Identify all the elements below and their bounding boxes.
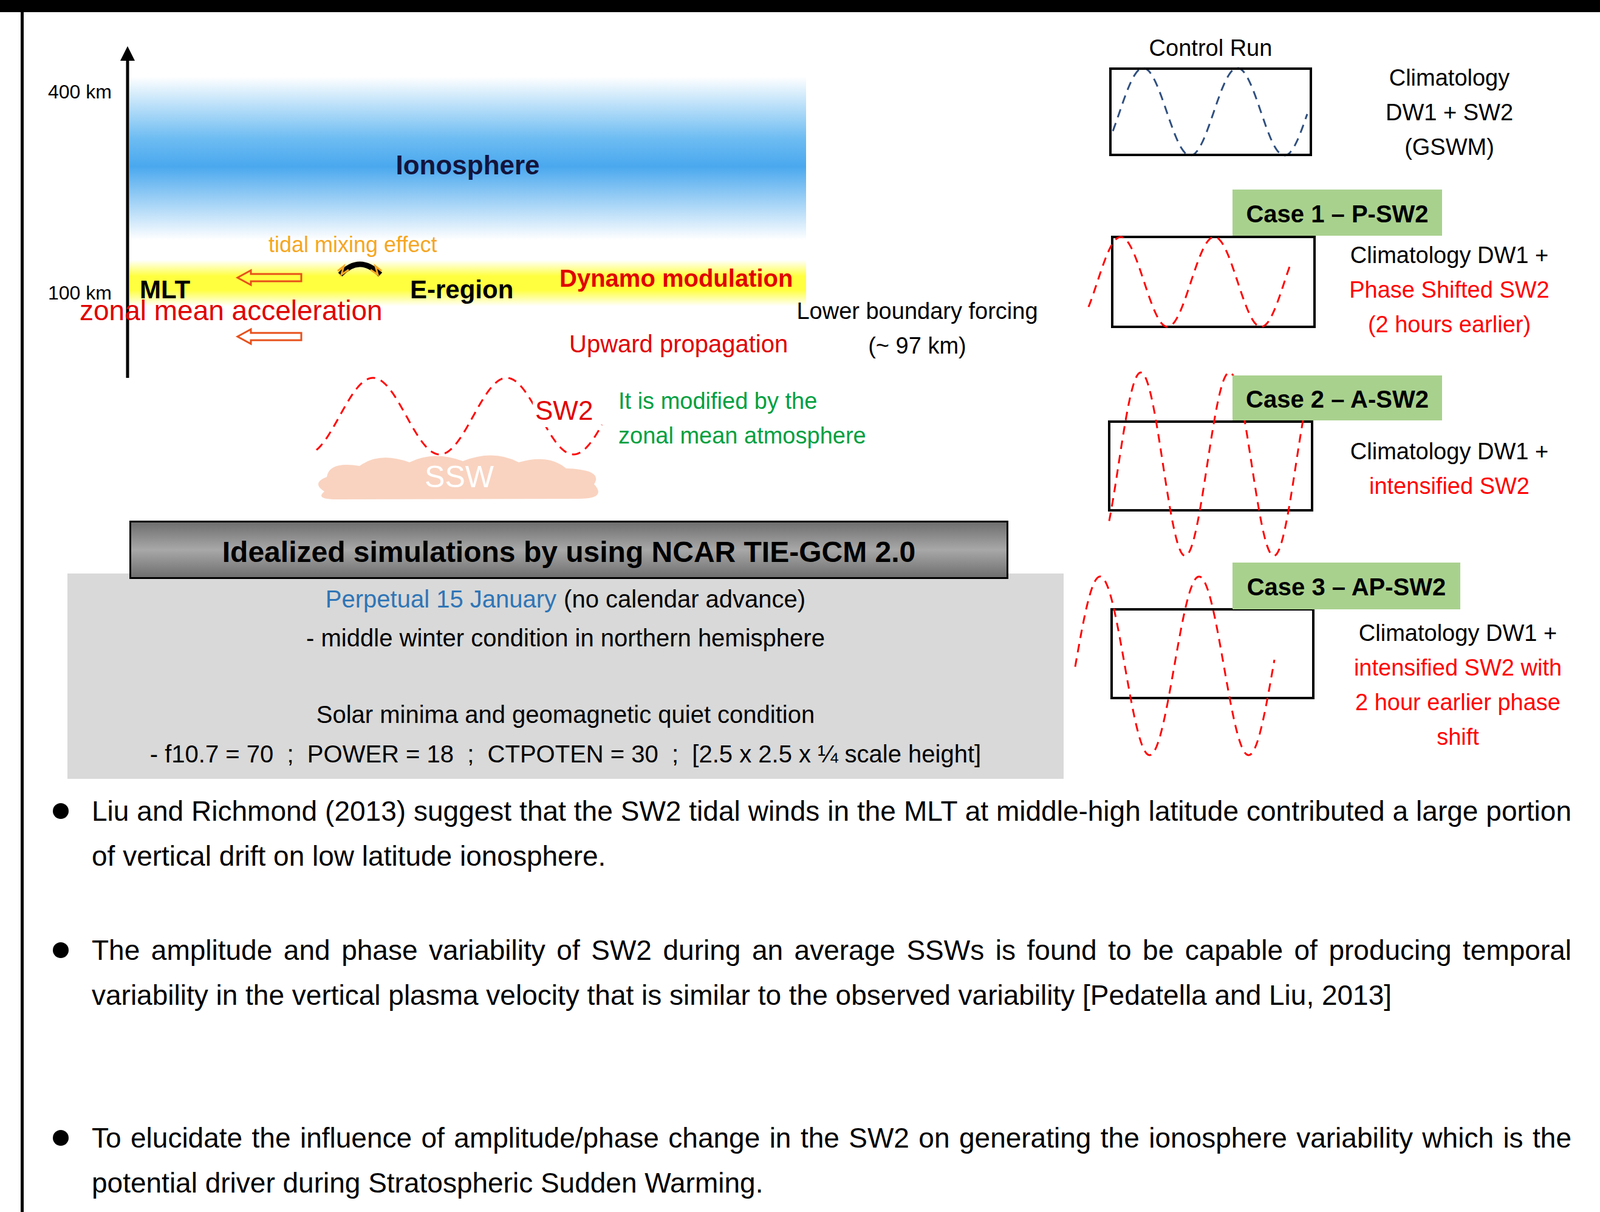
case-description: Climatology DW1 +: [1336, 615, 1580, 651]
node-text: Case 3 – AP-SW2: [1232, 572, 1461, 602]
tide-box: [1111, 609, 1314, 698]
case-description: intensified SW2 with 2 hour earlier phas…: [1351, 650, 1565, 755]
boundary-label: Lower boundary forcing (~ 97 km): [789, 294, 1045, 364]
node-text: Control Run: [1109, 34, 1313, 63]
left-rule: [20, 0, 24, 1212]
note-label: It is modified by the zonal mean atmosph…: [618, 383, 874, 454]
node-text: Case 2 – A-SW2: [1232, 384, 1443, 414]
axis-arrowhead: [120, 46, 135, 61]
panel-text: Solar minima and geomagnetic quiet condi…: [316, 700, 816, 728]
mixing-icon: [340, 264, 381, 275]
bullet-dot: [52, 803, 69, 819]
case-description: Climatology DW1 + SW2 (GSWM): [1370, 60, 1529, 165]
node-text: E-region: [410, 274, 514, 305]
effect-label: tidal mixing effect: [268, 231, 437, 258]
wave-label: SW2: [532, 394, 596, 428]
node-text: SSW: [311, 458, 608, 496]
node-text: Idealized simulations by using NCAR TIE-…: [131, 534, 1007, 570]
effect-label: Upward propagation: [569, 329, 788, 359]
bullet-text: To elucidate the influence of amplitude/…: [91, 1115, 1572, 1206]
case-label: Case 2 – A-SW2: [1232, 375, 1443, 421]
altitude-label: 400 km: [47, 80, 112, 104]
control-wave: [1112, 68, 1308, 156]
node-text: Case 1 – P-SW2: [1232, 199, 1443, 229]
case-description: Climatology DW1 +: [1327, 434, 1571, 469]
case-description: intensified SW2: [1327, 468, 1571, 504]
panel-text: - middle winter condition in northern he…: [306, 624, 825, 652]
tide-wave: [1088, 236, 1292, 327]
settings-panel: Perpetual 15 January(no calendar advance…: [67, 573, 1064, 779]
mixing-bolt: [370, 266, 382, 275]
node-text: Dynamo modulation: [559, 263, 793, 293]
mixing-bolt: [337, 266, 349, 275]
bullet-text: Liu and Richmond (2013) suggest that the…: [91, 788, 1572, 879]
wave-group: [316, 377, 602, 455]
panel-text: (no calendar advance): [563, 585, 806, 613]
text-line: Solar minima and geomagnetic quiet condi…: [67, 700, 1064, 729]
sw2-wave: [316, 377, 602, 455]
tide-box: [1109, 421, 1313, 511]
node-text: Ionosphere: [129, 149, 807, 182]
text-line: - f10.7 = 70 ; POWER = 18 ; CTPOTEN = 30…: [67, 740, 1064, 768]
bullet-dot: [52, 942, 69, 958]
case-description: Climatology DW1 +: [1327, 238, 1571, 273]
text-line: Perpetual 15 January(no calendar advance…: [67, 585, 1064, 613]
hollow-arrow: [237, 270, 302, 285]
hollow-arrow: [237, 329, 302, 344]
panel-text: - f10.7 = 70 ; POWER = 18 ; CTPOTEN = 30…: [150, 740, 982, 768]
ssw-cloud: SSW: [311, 448, 608, 500]
top-bar: [0, 0, 1600, 13]
case-label: Case 3 – AP-SW2: [1232, 562, 1461, 610]
title-box: Idealized simulations by using NCAR TIE-…: [129, 520, 1009, 579]
bullet-text: The amplitude and phase variability of S…: [91, 927, 1572, 1018]
control-run-box: Control Run: [1109, 67, 1313, 157]
effect-label: zonal mean acceleration: [79, 294, 383, 328]
altitude-axis: [126, 55, 130, 378]
case-label: Case 1 – P-SW2: [1232, 189, 1443, 236]
ionosphere-band: Ionosphere: [129, 76, 807, 240]
bullet-dot: [52, 1129, 69, 1146]
case-description: Phase Shifted SW2 (2 hours earlier): [1343, 272, 1556, 342]
panel-text: Perpetual 15 January: [325, 585, 557, 613]
text-line: - middle winter condition in northern he…: [67, 624, 1064, 652]
